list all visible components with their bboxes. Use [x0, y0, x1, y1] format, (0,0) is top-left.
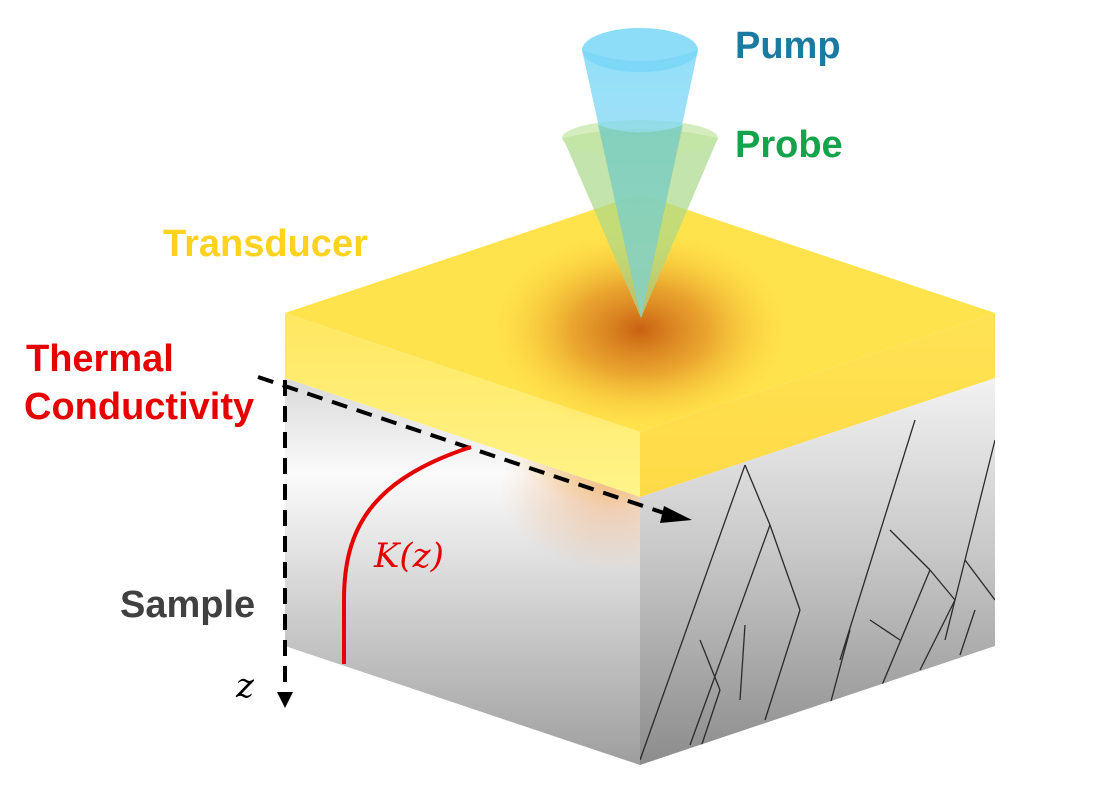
thermal-label-line2: Conductivity	[24, 386, 254, 428]
thermal-label-line1: Thermal	[26, 338, 174, 380]
grain-boundaries	[640, 419, 995, 761]
k-of-z-label: K(z)	[373, 536, 444, 576]
z-axis-arrowhead	[277, 692, 293, 708]
beam-overlap	[598, 125, 683, 318]
probe-label: Probe	[735, 124, 843, 166]
sample-label: Sample	[120, 584, 255, 626]
pump-label: Pump	[735, 25, 841, 67]
transducer-label: Transducer	[163, 223, 368, 265]
z-axis-label: z	[235, 666, 255, 706]
laser-beams	[562, 28, 718, 318]
k-profile-curve	[342, 445, 472, 664]
transducer-front-face	[285, 313, 640, 497]
surface-dashed-arrow-line	[257, 375, 671, 517]
heat-spot	[490, 230, 790, 430]
surface-arrowhead	[660, 506, 692, 523]
sample-right-face	[640, 378, 995, 765]
depth-axis	[257, 375, 692, 708]
transducer-right-face	[640, 313, 995, 497]
pump-beam-top	[582, 28, 698, 72]
